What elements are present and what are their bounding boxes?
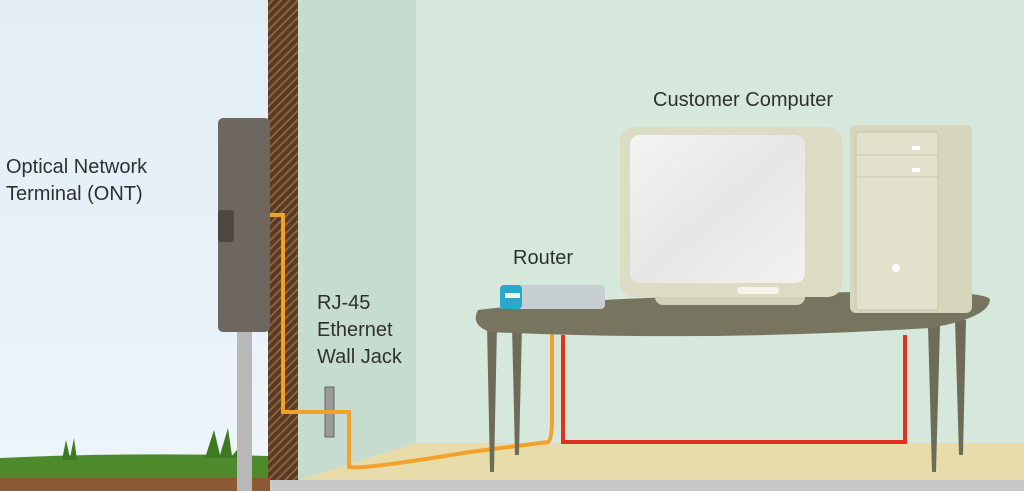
ont-label-line: Terminal (ONT) — [6, 183, 143, 205]
side-wall — [298, 0, 416, 480]
floor-strip — [270, 480, 1024, 491]
red-cable — [561, 335, 907, 444]
wall-jack-label-line: Ethernet — [317, 319, 393, 341]
router-device — [500, 285, 605, 309]
monitor — [620, 127, 842, 305]
wall-jack-label: RJ-45 Ethernet Wall Jack — [317, 290, 402, 371]
wall-jack-label-line: Wall Jack — [317, 346, 402, 368]
grass-tuft — [62, 438, 77, 460]
computer-tower — [850, 125, 972, 313]
table-leg — [955, 320, 966, 455]
ont-device — [218, 118, 270, 332]
table-leg — [487, 325, 497, 472]
table-leg — [512, 325, 522, 455]
table-leg — [928, 325, 940, 472]
router-label: Router — [513, 247, 574, 269]
ont-label: Optical Network Terminal (ONT) — [6, 154, 147, 208]
ethernet-cable — [270, 213, 554, 470]
computer-label: Customer Computer — [653, 89, 834, 111]
grass — [0, 454, 270, 478]
ont-port — [218, 210, 234, 242]
ont-label-line: Optical Network — [6, 156, 148, 178]
soil — [0, 476, 270, 491]
ont-pole — [237, 330, 252, 491]
wall-jack-label-line: RJ-45 — [317, 292, 371, 314]
